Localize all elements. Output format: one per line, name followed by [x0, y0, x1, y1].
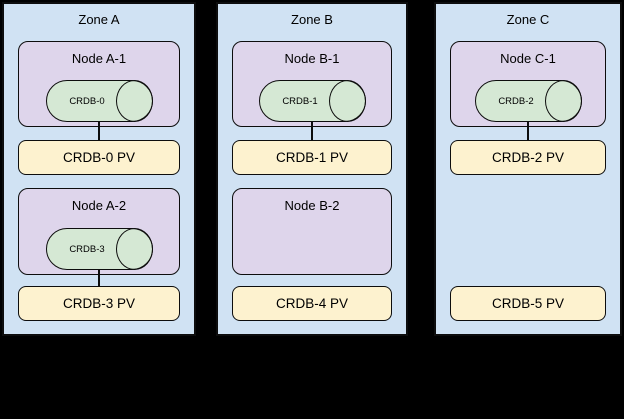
- connector-a2-pv: [98, 269, 100, 286]
- crdb-3-cylinder: CRDB-3: [45, 228, 153, 270]
- crdb-5-pv-box: CRDB-5 PV: [450, 286, 606, 321]
- crdb-1-cylinder: CRDB-1: [258, 80, 366, 122]
- crdb-2-cylinder: CRDB-2: [474, 80, 582, 122]
- cylinder-cap: [115, 80, 153, 122]
- node-c1: Node C-1 CRDB-2: [450, 41, 606, 127]
- crdb-0-pv-box: CRDB-0 PV: [18, 140, 180, 175]
- zone-a-title: Zone A: [78, 12, 120, 27]
- crdb-2-label: CRDB-2: [498, 95, 534, 107]
- node-c1-title: Node C-1: [500, 51, 556, 66]
- crdb-0-cylinder: CRDB-0: [45, 80, 153, 122]
- connector-a1-pv: [98, 121, 100, 140]
- zone-a: Zone A Node A-1 CRDB-0 CRDB-0 PV Node A-…: [2, 2, 196, 336]
- crdb-1-label: CRDB-1: [282, 95, 318, 107]
- crdb-0-label: CRDB-0: [69, 95, 105, 107]
- node-a1-title: Node A-1: [71, 51, 127, 66]
- connector-c1-pv: [527, 121, 529, 140]
- crdb-3-label: CRDB-3: [69, 243, 105, 255]
- zone-b-title: Zone B: [291, 12, 333, 27]
- node-a2: Node A-2 CRDB-3: [18, 188, 180, 275]
- zone-c: Zone C Node C-1 CRDB-2 CRDB-2 PV CRDB-5 …: [434, 2, 622, 336]
- node-b1: Node B-1 CRDB-1: [232, 41, 392, 127]
- cylinder-cap: [544, 80, 582, 122]
- crdb-4-pv-box: CRDB-4 PV: [232, 286, 392, 321]
- node-b1-title: Node B-1: [284, 51, 340, 66]
- cylinder-cap: [328, 80, 366, 122]
- zone-c-title: Zone C: [506, 12, 550, 27]
- zone-b: Zone B Node B-1 CRDB-1 CRDB-1 PV Node B-…: [216, 2, 408, 336]
- crdb-3-pv-box: CRDB-3 PV: [18, 286, 180, 321]
- cylinder-cap: [115, 228, 153, 270]
- node-a2-title: Node A-2: [71, 198, 127, 213]
- node-b2-empty: Node B-2: [232, 188, 392, 275]
- node-a1: Node A-1 CRDB-0: [18, 41, 180, 127]
- node-b2-title: Node B-2: [284, 198, 340, 213]
- crdb-2-pv-box: CRDB-2 PV: [450, 140, 606, 175]
- connector-b1-pv: [311, 121, 313, 140]
- crdb-1-pv-box: CRDB-1 PV: [232, 140, 392, 175]
